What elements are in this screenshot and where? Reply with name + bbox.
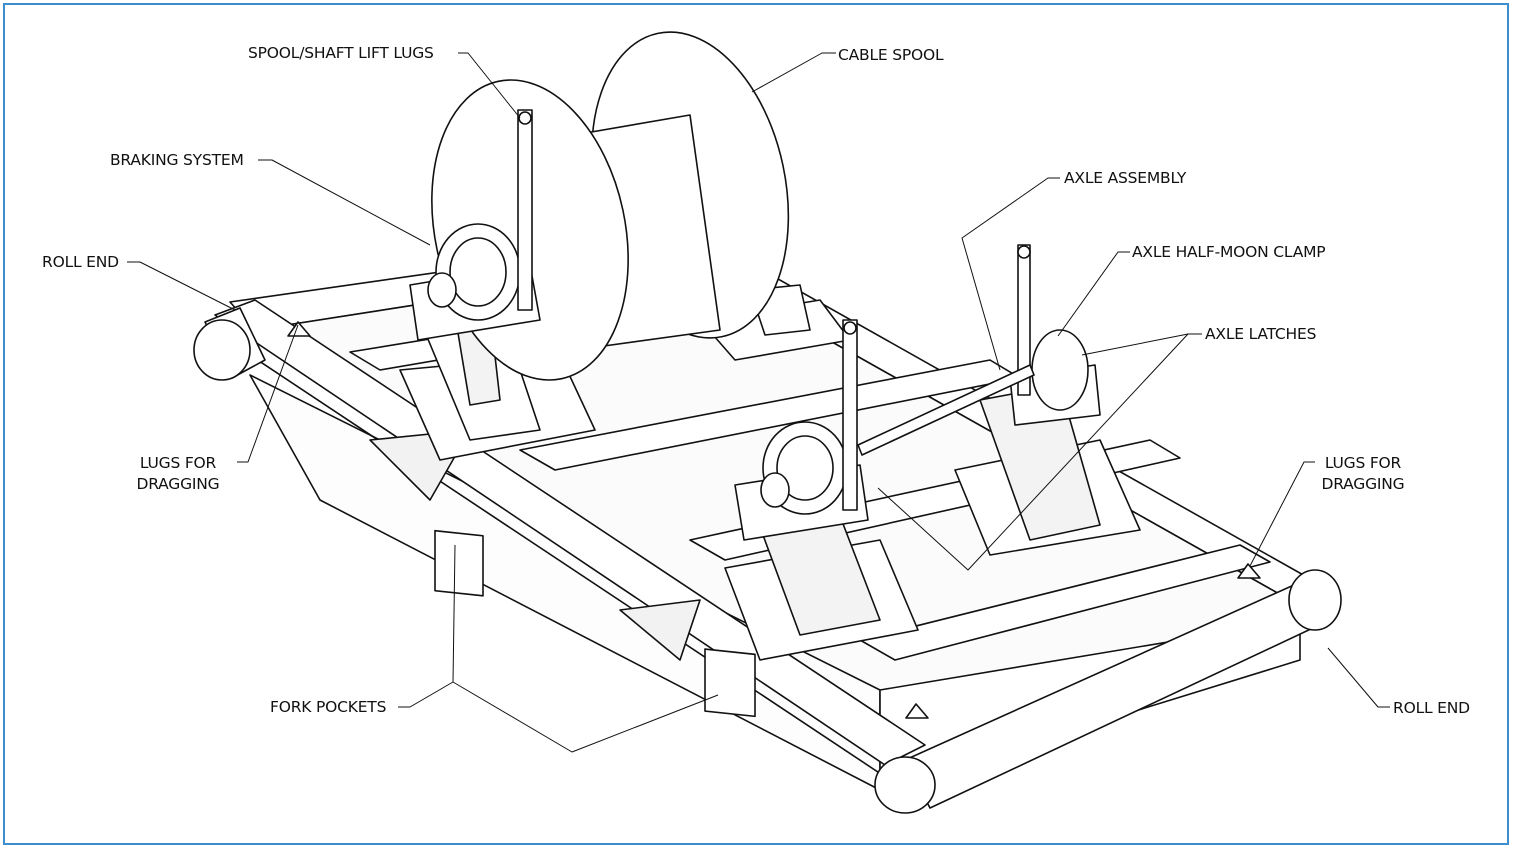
- label-lugs-left-line2: DRAGGING: [136, 475, 220, 493]
- label-lugs-for-dragging-right: LUGS FOR DRAGGING: [1313, 454, 1413, 493]
- label-roll-end-left: ROLL END: [42, 253, 119, 271]
- axle-shaft: [857, 364, 1035, 456]
- label-lugs-left-line1: LUGS FOR: [139, 454, 217, 472]
- label-fork-pockets: FORK POCKETS: [270, 698, 387, 716]
- roll-end-left-shape: [193, 307, 266, 381]
- drag-lug-shapes: [287, 321, 1261, 719]
- label-lugs-right-line1: LUGS FOR: [1324, 454, 1402, 472]
- label-lugs-right-line2: DRAGGING: [1321, 475, 1405, 493]
- label-axle-latches: AXLE LATCHES: [1205, 325, 1317, 343]
- fork-pocket-2: [704, 648, 756, 718]
- label-braking-system: BRAKING SYSTEM: [110, 151, 244, 169]
- label-roll-end-right: ROLL END: [1393, 699, 1470, 717]
- label-axle-half-moon-clamp: AXLE HALF-MOON CLAMP: [1132, 243, 1326, 261]
- label-lugs-for-dragging-left: LUGS FOR DRAGGING: [128, 454, 228, 493]
- label-spool-lift-lugs: SPOOL/SHAFT LIFT LUGS: [248, 44, 434, 62]
- fork-pocket-1: [434, 529, 484, 597]
- braking-unit-right: [734, 319, 869, 541]
- axle-stand-rear-right: [954, 244, 1141, 556]
- label-cable-spool: CABLE SPOOL: [838, 46, 944, 64]
- leader-lines: [127, 52, 1390, 753]
- roll-end-right-shape: [874, 569, 1342, 814]
- braking-unit-left: [409, 109, 541, 341]
- label-axle-assembly: AXLE ASSEMBLY: [1064, 169, 1187, 187]
